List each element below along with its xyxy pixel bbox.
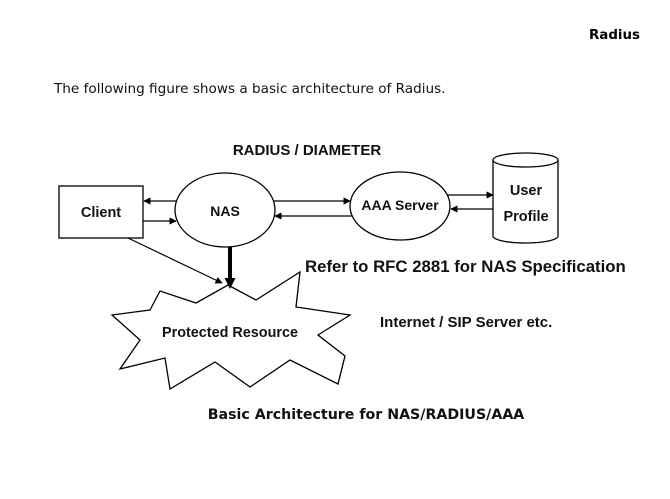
section-title: Radius [589, 28, 640, 43]
figure-caption: Basic Architecture for NAS/RADIUS/AAA [208, 407, 525, 423]
user-profile-label-line2: Profile [503, 209, 548, 225]
intro-paragraph: The following figure shows a basic archi… [53, 81, 446, 97]
database-body [492, 160, 559, 244]
client-to-resource-link [127, 237, 223, 284]
nas-node [174, 172, 276, 248]
database-top [492, 152, 559, 168]
user-profile-database: User Profile [492, 152, 559, 244]
aaa-server-label: AAA Server [361, 197, 439, 213]
architecture-diagram: RADIUS / DIAMETER Protected Resource Cli… [58, 142, 626, 423]
protocol-label: RADIUS / DIAMETER [233, 142, 382, 159]
rfc-note: Refer to RFC 2881 for NAS Specification [305, 257, 626, 276]
client-box [58, 185, 144, 239]
protected-resource-starburst [110, 270, 352, 391]
nas-label: NAS [210, 203, 240, 219]
nas-to-resource-arrow-head [224, 278, 236, 289]
protected-resource-label: Protected Resource [162, 325, 298, 341]
client-label: Client [81, 205, 121, 221]
aaa-server-node [349, 171, 451, 241]
user-profile-label-line1: User [510, 183, 543, 199]
network-note: Internet / SIP Server etc. [380, 314, 552, 331]
